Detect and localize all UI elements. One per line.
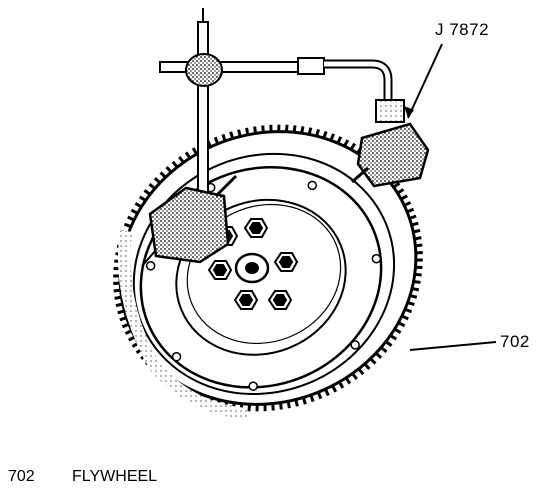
recess-inner-edge [186,203,342,345]
tool-callout-label: J 7872 [435,20,490,39]
magnetic-base [148,186,230,264]
part-callout-label: 702 [500,332,530,351]
bolt [243,218,269,238]
part-leader-line [409,341,497,351]
horizontal-arm [159,61,311,73]
tool-leader-line [407,43,443,119]
bolt [233,290,259,310]
dial-indicator-body [356,122,430,188]
bolt [207,260,233,280]
center-bore [245,262,259,274]
bolt [267,290,293,310]
clamp-knob [185,53,223,87]
legend-caption: 702 FLYWHEEL [8,468,157,486]
legend-name: FLYWHEEL [72,468,158,485]
dial-indicator-tool [141,8,430,267]
arm-coupler [297,57,325,75]
support-post [197,21,209,203]
bolt [273,252,299,272]
flywheel-rim-band [132,152,396,396]
legend-number: 702 [8,468,35,485]
